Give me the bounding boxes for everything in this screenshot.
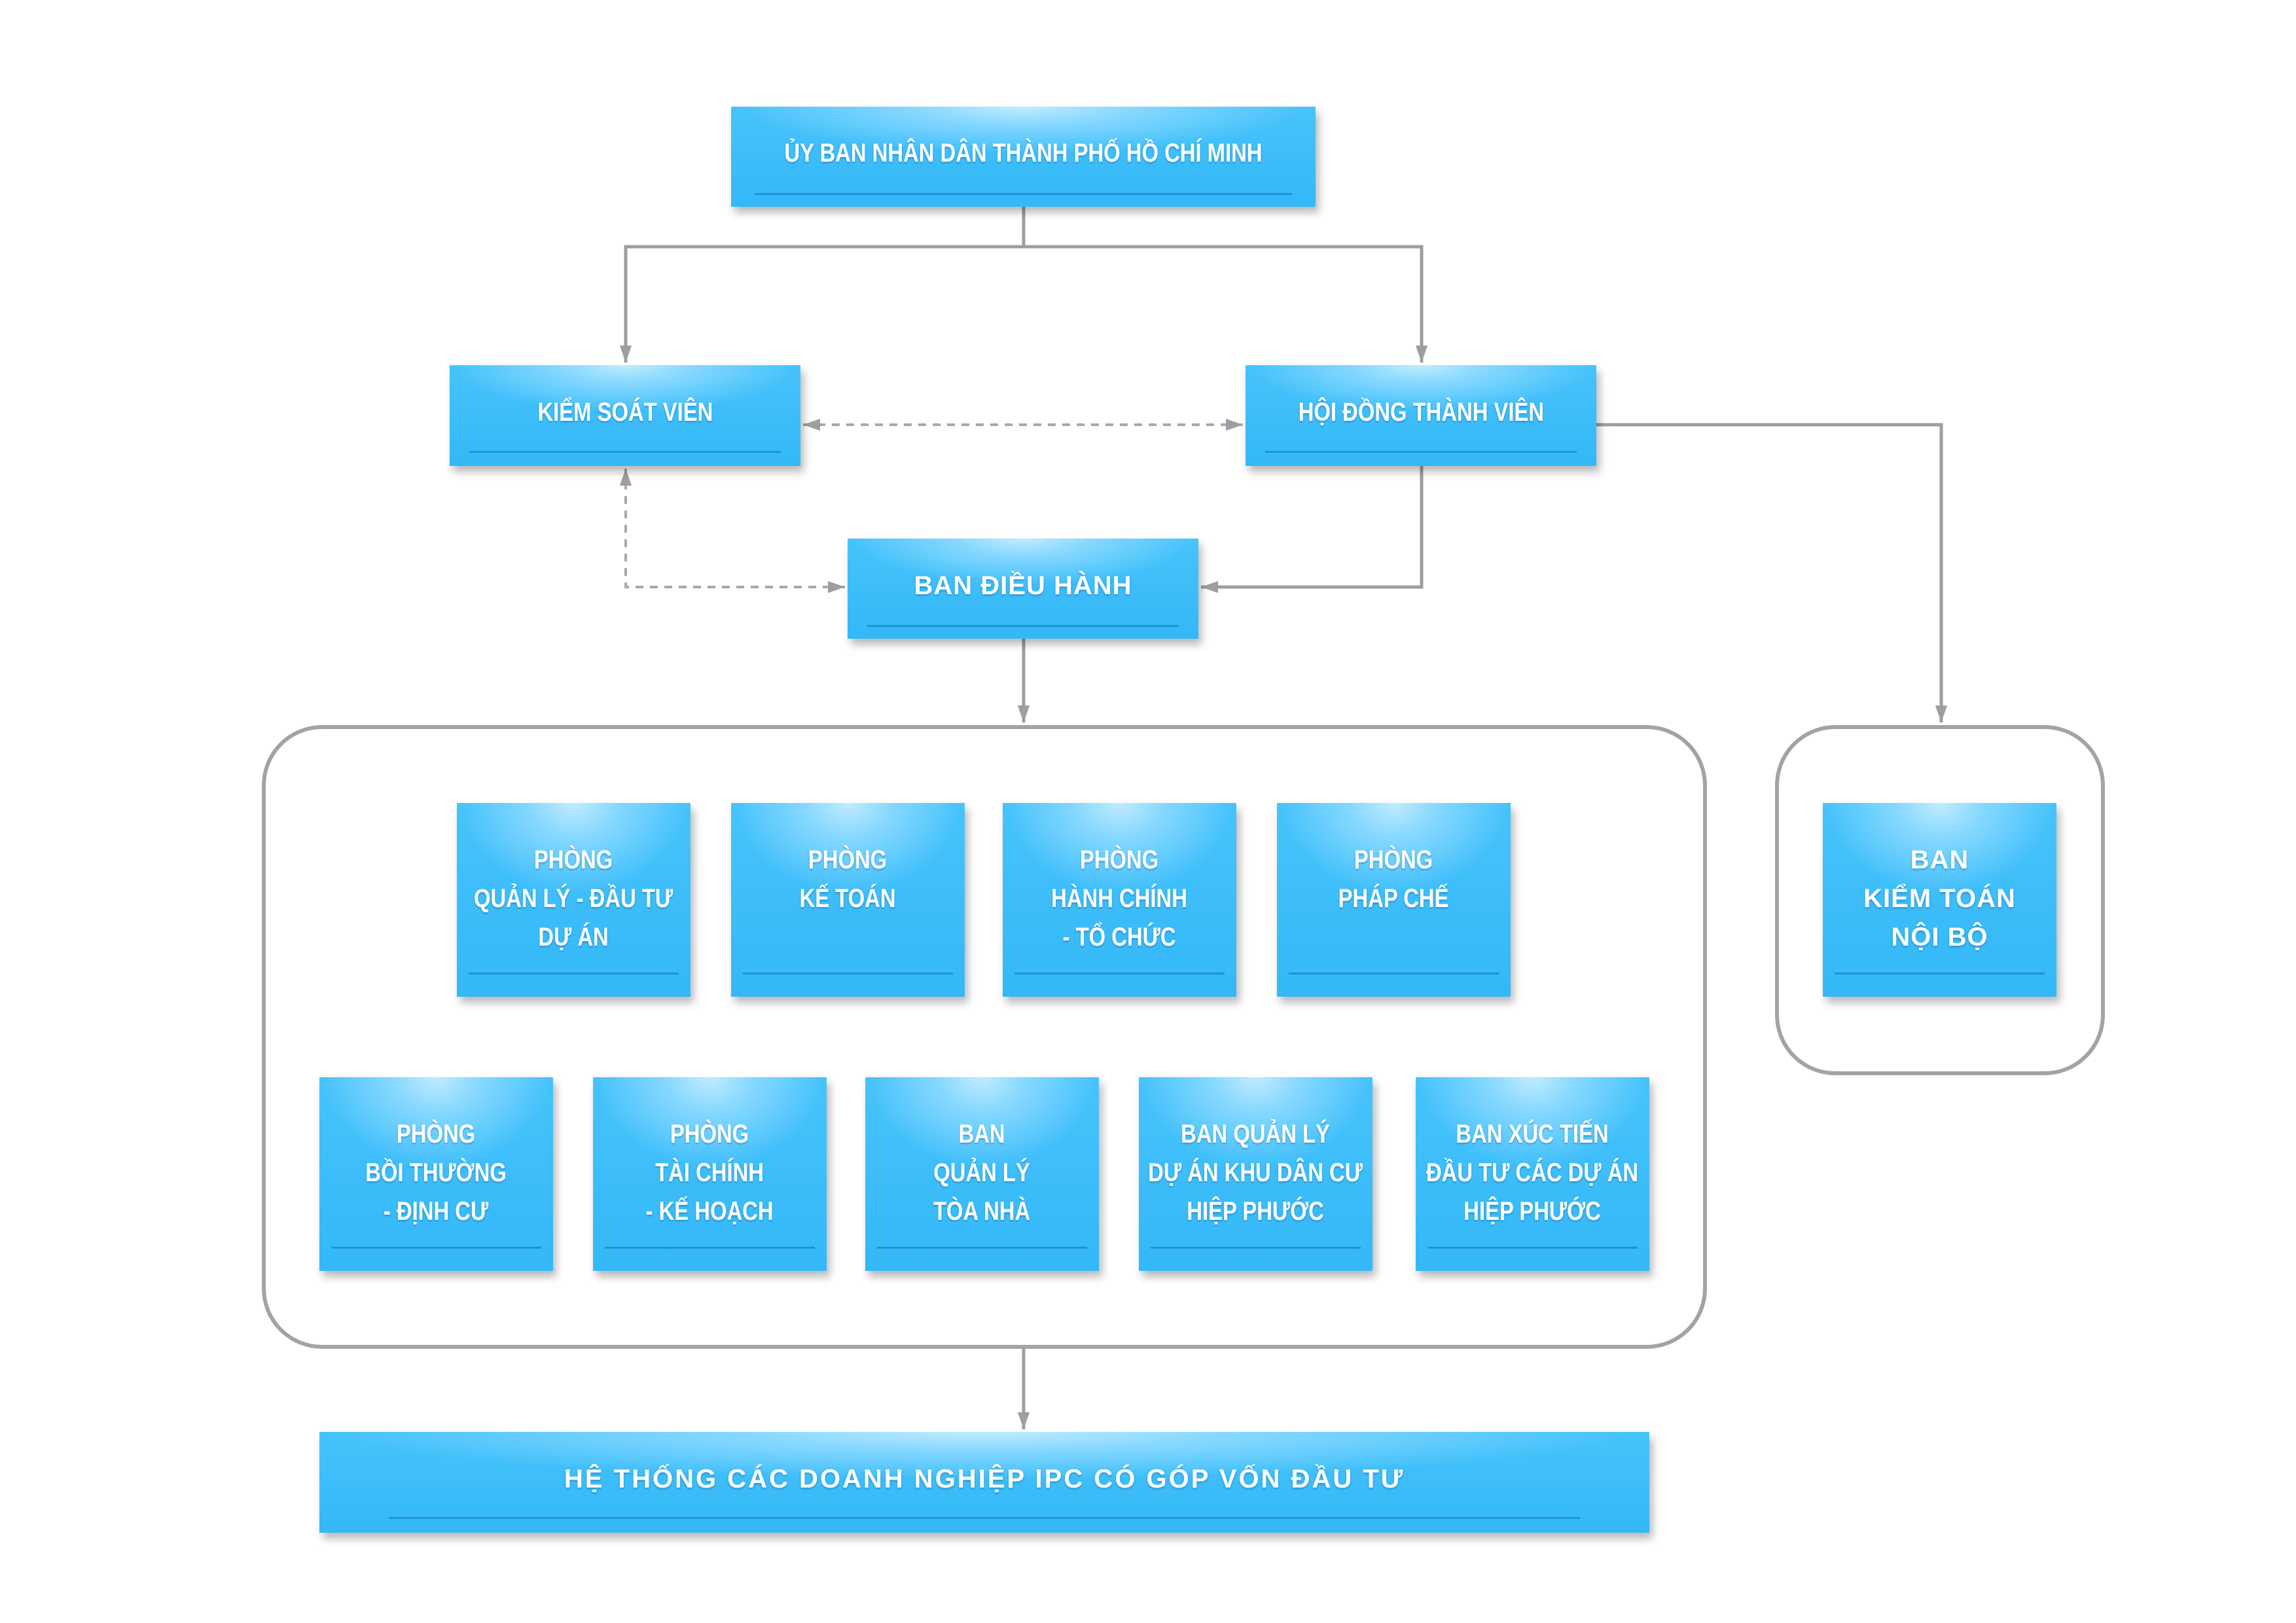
- label-line: HÀNH CHÍNH: [1051, 884, 1188, 913]
- node-department: BAN QUẢN LÝ TÒA NHÀ: [865, 1077, 1099, 1271]
- label-line: HIỆP PHƯỚC: [1463, 1197, 1602, 1226]
- node-label: HỘI ĐỒNG THÀNH VIÊN: [1234, 393, 1607, 432]
- label-line: - KẾ HOẠCH: [646, 1197, 774, 1226]
- underline: [867, 625, 1179, 627]
- label-line: BAN: [1910, 846, 1969, 874]
- underline: [1151, 1247, 1361, 1249]
- label-line: TÀI CHÍNH: [655, 1158, 764, 1187]
- underline: [743, 972, 953, 974]
- label-line: PHÒNG: [534, 846, 613, 874]
- node-ban-kiem-toan-noi-bo: BAN KIỂM TOÁN NỘI BỘ: [1823, 803, 2056, 997]
- label-line: KIỂM SOÁT VIÊN: [537, 397, 713, 427]
- connector-dashed-bdh-ksv: [619, 469, 845, 594]
- label-line: QUẢN LÝ - ĐẦU TƯ: [474, 884, 673, 913]
- node-ubnd: ỦY BAN NHÂN DÂN THÀNH PHỐ HỒ CHÍ MINH: [731, 107, 1316, 207]
- label-line: HỆ THỐNG CÁC DOANH NGHIỆP IPC CÓ GÓP VỐN…: [564, 1464, 1405, 1493]
- node-label: PHÒNG HÀNH CHÍNH - TỔ CHỨC: [995, 841, 1244, 957]
- node-department: PHÒNG PHÁP CHẾ: [1277, 803, 1511, 997]
- node-kiem-soat-vien: KIỂM SOÁT VIÊN: [450, 365, 800, 466]
- label-line: HỘI ĐỒNG THÀNH VIÊN: [1298, 397, 1544, 427]
- node-label: BAN ĐIỀU HÀNH: [848, 567, 1198, 605]
- label-line: BAN XÚC TIẾN: [1456, 1120, 1609, 1149]
- underline: [605, 1247, 815, 1249]
- label-line: TÒA NHÀ: [933, 1197, 1031, 1226]
- underline: [469, 972, 679, 974]
- label-line: - TỔ CHỨC: [1063, 923, 1176, 952]
- label-line: HIỆP PHƯỚC: [1187, 1197, 1325, 1226]
- label-line: BAN QUẢN LÝ: [1181, 1120, 1331, 1149]
- connector-ubnd-split: [619, 245, 1428, 363]
- connector-hdtv-to-audit: [1596, 423, 1948, 722]
- label-line: BỒI THƯỜNG: [365, 1158, 507, 1187]
- label-line: DỰ ÁN KHU DÂN CƯ: [1148, 1158, 1363, 1187]
- node-hoi-dong-thanh-vien: HỘI ĐỒNG THÀNH VIÊN: [1246, 365, 1596, 466]
- node-label: HỆ THỐNG CÁC DOANH NGHIỆP IPC CÓ GÓP VỐN…: [319, 1460, 1649, 1499]
- underline: [1289, 972, 1499, 974]
- underline: [389, 1517, 1580, 1519]
- label-line: PHÒNG: [670, 1120, 749, 1149]
- node-department: BAN QUẢN LÝ DỰ ÁN KHU DÂN CƯ HIỆP PHƯỚC: [1139, 1077, 1372, 1271]
- node-department: PHÒNG HÀNH CHÍNH - TỔ CHỨC: [1003, 803, 1236, 997]
- node-label: PHÒNG QUẢN LÝ - ĐẦU TƯ DỰ ÁN: [449, 841, 698, 957]
- node-ban-dieu-hanh: BAN ĐIỀU HÀNH: [848, 539, 1198, 639]
- underline: [469, 451, 781, 453]
- label-line: BAN ĐIỀU HÀNH: [914, 571, 1132, 600]
- underline: [1427, 1247, 1638, 1249]
- node-label: BAN QUẢN LÝ DỰ ÁN KHU DÂN CƯ HIỆP PHƯỚC: [1131, 1115, 1380, 1231]
- node-label: PHÒNG TÀI CHÍNH - KẾ HOẠCH: [585, 1115, 834, 1231]
- label-line: KIỂM TOÁN: [1863, 884, 2016, 913]
- node-label: ỦY BAN NHÂN DÂN THÀNH PHỐ HỒ CHÍ MINH: [712, 134, 1335, 173]
- label-line: ĐẦU TƯ CÁC DỰ ÁN: [1426, 1158, 1639, 1187]
- label-line: DỰ ÁN: [538, 923, 609, 952]
- node-department: PHÒNG QUẢN LÝ - ĐẦU TƯ DỰ ÁN: [457, 803, 691, 997]
- underline: [1835, 972, 2045, 974]
- underline: [1265, 451, 1577, 453]
- node-label: BAN QUẢN LÝ TÒA NHÀ: [857, 1115, 1107, 1231]
- label-line: PHÒNG: [1080, 846, 1159, 874]
- node-department: PHÒNG KẾ TOÁN: [731, 803, 965, 997]
- label-line: ỦY BAN NHÂN DÂN THÀNH PHỐ HỒ CHÍ MINH: [784, 139, 1263, 168]
- node-label: PHÒNG BỒI THƯỜNG - ĐỊNH CƯ: [312, 1115, 561, 1231]
- node-label: PHÒNG PHÁP CHẾ: [1269, 841, 1518, 918]
- label-line: PHÒNG: [1354, 846, 1433, 874]
- label-line: KẾ TOÁN: [799, 884, 897, 913]
- node-department: PHÒNG BỒI THƯỜNG - ĐỊNH CƯ: [319, 1077, 553, 1271]
- label-line: PHÁP CHẾ: [1338, 884, 1449, 913]
- connector-hdtv-to-bdh: [1201, 466, 1424, 594]
- underline: [1014, 972, 1225, 974]
- label-line: PHÒNG: [808, 846, 888, 874]
- label-line: - ĐỊNH CƯ: [384, 1197, 489, 1226]
- label-line: QUẢN LÝ: [933, 1158, 1031, 1187]
- label-line: BAN: [958, 1120, 1006, 1149]
- label-line: NỘI BỘ: [1891, 923, 1988, 952]
- underline: [331, 1247, 541, 1249]
- node-label: KIỂM SOÁT VIÊN: [438, 393, 812, 432]
- underline: [877, 1247, 1087, 1249]
- underline: [755, 193, 1292, 195]
- node-label: BAN XÚC TIẾN ĐẦU TƯ CÁC DỰ ÁN HIỆP PHƯỚC: [1408, 1115, 1657, 1231]
- node-label: BAN KIỂM TOÁN NỘI BỘ: [1823, 841, 2056, 957]
- node-label: PHÒNG KẾ TOÁN: [723, 841, 973, 918]
- node-department: PHÒNG TÀI CHÍNH - KẾ HOẠCH: [593, 1077, 827, 1271]
- node-department: BAN XÚC TIẾN ĐẦU TƯ CÁC DỰ ÁN HIỆP PHƯỚC: [1416, 1077, 1649, 1271]
- label-line: PHÒNG: [397, 1120, 476, 1149]
- node-he-thong-doanh-nghiep: HỆ THỐNG CÁC DOANH NGHIỆP IPC CÓ GÓP VỐN…: [319, 1432, 1649, 1533]
